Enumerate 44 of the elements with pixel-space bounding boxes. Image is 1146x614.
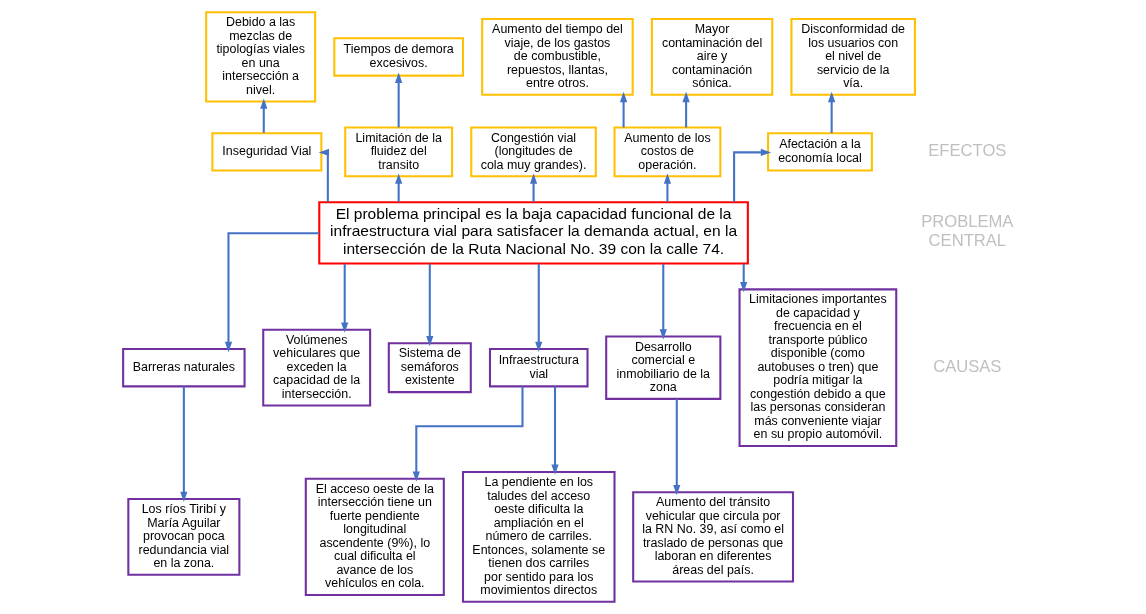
label: CAUSAS: [933, 356, 1002, 376]
arrow: [619, 91, 628, 128]
node-box: Limitación de la fluidez del transito: [344, 126, 454, 178]
label: PROBLEMA CENTRAL: [921, 212, 1014, 251]
arrow: [412, 386, 524, 482]
arrow: [395, 173, 403, 202]
label: EFECTOS: [928, 140, 1007, 160]
node-box: El problema principal es la baja capacidad funcional de la infraestructura vial para satisfacer la demanda actual, en la intersección de la Ruta Nacional No. 39 con la calle 74.: [318, 201, 749, 265]
node-box: Aumento de los costos de operación.: [613, 126, 722, 178]
node-box: Afectación a la economía local: [767, 132, 873, 172]
node-box: Aumento del tránsito vehicular que circula por la RN No. 39, así como el traslado de personas que laboran en diferentes áreas del país.: [632, 491, 795, 583]
arrow: [318, 148, 330, 202]
node-box: Inseguridad Vial: [211, 132, 323, 172]
node-box: Infraestructura vial: [488, 348, 589, 388]
arrow: [224, 232, 320, 353]
arrow: [551, 386, 559, 475]
node-box: Disconformidad de los usuarios con el nivel de servicio de la vía.: [790, 18, 916, 96]
arrow: [529, 173, 538, 202]
arrow: [828, 91, 836, 134]
arrow: [180, 386, 188, 503]
arrow: [535, 263, 543, 353]
arrow: [659, 263, 667, 340]
node-box: Los ríos Tiribí y María Aguilar provocan poca redundancia vial en la zona.: [127, 497, 241, 576]
node-box: Mayor contaminación del aire y contaminación sónica.: [650, 18, 774, 96]
node-box: Tiempos de demora excesivos.: [333, 37, 465, 77]
arrow: [341, 263, 349, 333]
node-box: Volúmenes vehiculares que exceden la capacidad de la intersección.: [262, 328, 372, 407]
arrow: [426, 263, 434, 347]
node-box: El acceso oeste de la intersección tiene un fuerte pendiente longitudinal ascendente (9%), lo cual dificulta el avance de los vehículos en cola.: [304, 477, 445, 596]
node-box: Aumento del tiempo del viaje, de los gastos de combustible, repuestos, llantas, entre otros.: [481, 18, 634, 96]
arrow: [260, 98, 268, 133]
node-box: Limitaciones importantes de capacidad y frecuencia en el transporte público disponible (como autobuses o tren) que podría mitigar la congestión debido a que las personas consideran más conveniente viajar en su propio automóvil.: [738, 288, 898, 448]
arrow: [740, 263, 748, 293]
arrow: [673, 399, 681, 496]
arrow: [395, 72, 403, 128]
arrow: [682, 91, 690, 128]
node-box: Barreras naturales: [122, 348, 246, 388]
node-box: Desarrollo comercial e inmobiliario de la zona: [605, 335, 722, 400]
node-box: La pendiente en los taludes del acceso oeste dificulta la ampliación en el número de carriles. Entonces, solamente se tienen dos carriles por sentido para los movimientos directos: [461, 470, 616, 603]
arrow: [663, 173, 672, 202]
node-box: Sistema de semáforos existente: [387, 342, 472, 394]
node-box: Debido a las mezclas de tipologías viales en una intersección a nivel.: [205, 11, 317, 103]
node-box: Congestión vial (longitudes de cola muy grandes).: [470, 126, 597, 178]
arrow: [733, 148, 772, 202]
